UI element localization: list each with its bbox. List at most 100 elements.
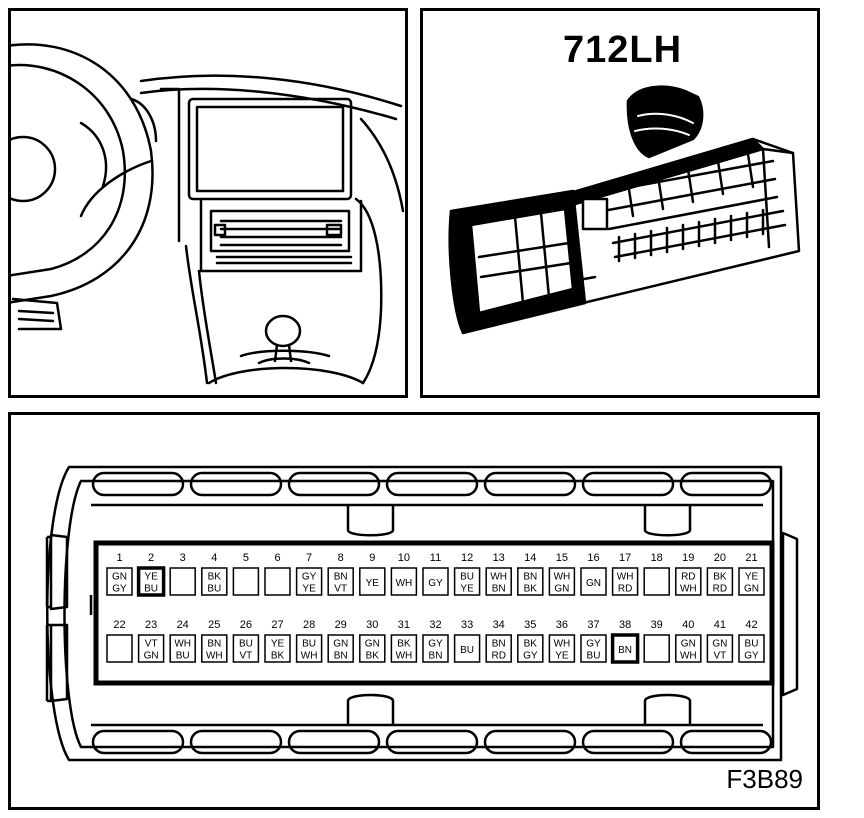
pin-cell [169, 634, 196, 663]
wire-color: GN [586, 578, 601, 589]
pin-cell [390, 567, 418, 596]
latch-slot [189, 729, 283, 755]
pin-9: 9YE [359, 552, 386, 596]
latch-slot [385, 471, 479, 497]
latch-slot [679, 729, 773, 755]
pin-cell [201, 634, 228, 663]
latch-slot [679, 471, 773, 497]
cable-bundle [626, 85, 704, 159]
pin-number: 32 [429, 619, 441, 631]
wire-color-top: BK [713, 572, 727, 583]
wire-color-top: VT [145, 639, 158, 650]
pin-cell [453, 634, 481, 663]
pin-number: 39 [651, 619, 663, 631]
pin-cell [738, 567, 765, 596]
wire-color-top: WH [174, 639, 191, 650]
wire-color-top: GY [586, 639, 601, 650]
wire-color-top: BU [302, 639, 316, 650]
top-latch-slots [91, 471, 773, 497]
pin-cell [295, 634, 323, 663]
pin-number: 4 [211, 552, 217, 564]
wire-color-bottom: WH [680, 651, 697, 662]
wire-color-bottom: BK [524, 584, 538, 595]
pin-cell [517, 634, 544, 663]
bottom-latch-slots [91, 729, 773, 755]
pin-18: 18 [643, 552, 670, 596]
pin-number: 23 [145, 619, 157, 631]
wire-color-bottom: BU [587, 651, 601, 662]
wire-color-bottom: WH [206, 651, 223, 662]
wire-color-top: GN [712, 639, 727, 650]
pin-cell [580, 634, 607, 663]
pin-cell [327, 567, 354, 596]
pin-cell [327, 634, 354, 663]
steering-wheel-inner [11, 63, 126, 277]
pin-number: 34 [493, 619, 505, 631]
pin-number: 20 [714, 552, 726, 564]
wire-color-bottom: GY [523, 651, 538, 662]
pin-cell [359, 567, 386, 596]
wire-color-top: RD [681, 572, 695, 583]
wire-color-top: GN [681, 639, 696, 650]
pin-5: 5 [232, 552, 260, 596]
wire-color-bottom: BN [492, 584, 506, 595]
pin-number: 14 [524, 552, 536, 564]
pin-cell [453, 567, 481, 596]
pin-cell [232, 567, 260, 596]
wire-color-top: BK [524, 639, 538, 650]
wire-color-bottom: WH [680, 584, 697, 595]
wire-color-bottom: VT [240, 651, 253, 662]
wire-color-bottom: BU [176, 651, 190, 662]
pin-cell [169, 567, 196, 596]
wire-color: YE [366, 578, 380, 589]
pin-cell [390, 634, 418, 663]
pin-number: 11 [430, 552, 441, 564]
wire-color-top: WH [554, 639, 571, 650]
pin-cell [675, 634, 702, 663]
wire-color-top: YE [745, 572, 759, 583]
pin-cell [611, 567, 639, 596]
pin-number: 16 [587, 552, 599, 564]
wire-color-top: GY [428, 639, 443, 650]
radio-unit [209, 209, 351, 253]
connector-title: 712LH [563, 29, 683, 71]
latch-slot [581, 471, 675, 497]
wire-color-top: WH [490, 572, 507, 583]
wire-color-top: BK [208, 572, 222, 583]
wire-color-top: GY [302, 572, 317, 583]
pin-cell [422, 634, 449, 663]
wire-color-bottom: BK [366, 651, 380, 662]
pin-number: 17 [619, 552, 631, 564]
pin-number: 1 [116, 552, 122, 564]
wire-color-bottom: VT [334, 584, 347, 595]
wire-color-top: BN [334, 572, 348, 583]
pin-cell [485, 634, 512, 663]
pin-cell [517, 567, 544, 596]
wire-color: BU [460, 645, 474, 656]
pin-number: 22 [113, 619, 125, 631]
pin-cell [610, 633, 640, 664]
latch-slot [287, 729, 381, 755]
pin-number: 33 [461, 619, 473, 631]
wire-color: GY [428, 578, 443, 589]
pin-number: 15 [556, 552, 568, 564]
pin-number: 13 [493, 552, 505, 564]
wire-color-top: BU [239, 639, 253, 650]
wire-color-top: BU [745, 639, 759, 650]
